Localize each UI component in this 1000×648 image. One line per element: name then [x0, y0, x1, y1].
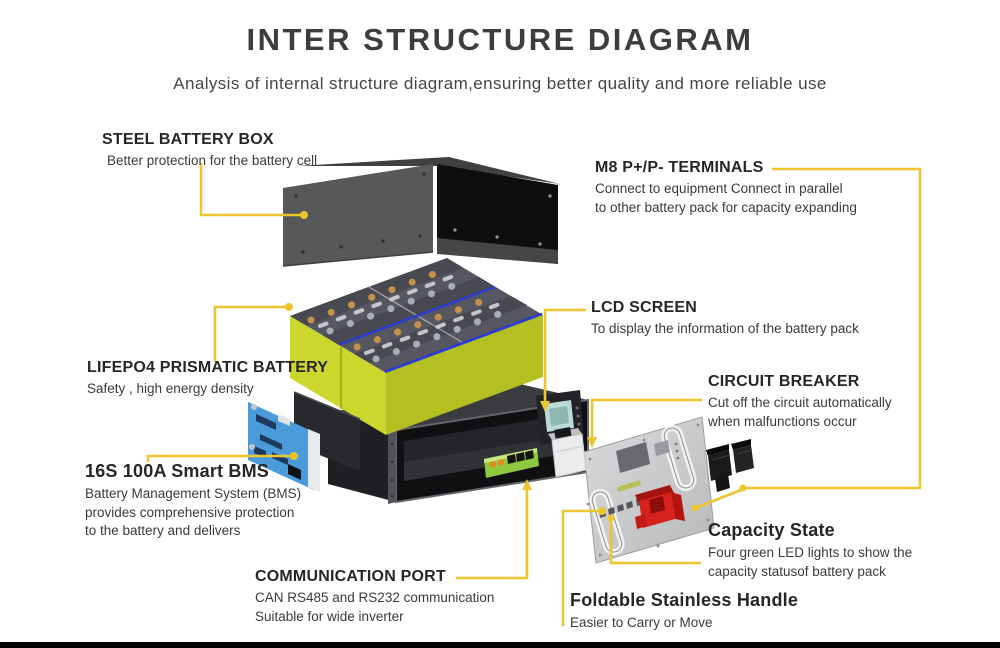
desc-line: provides comprehensive protection — [85, 504, 295, 520]
handle-left — [589, 489, 625, 555]
desc-line: Suitable for wide inverter — [255, 608, 404, 624]
callout-lifepo4-battery: LIFEPO4 PRISMATIC BATTERY Safety , high … — [87, 359, 328, 399]
callout-title: LIFEPO4 PRISMATIC BATTERY — [87, 359, 329, 376]
steel-box-part — [282, 157, 560, 267]
callout-lcd-screen: LCD SCREEN To display the information of… — [591, 299, 859, 339]
callout-m8-terminals: M8 P+/P- TERMINALS Connect to equipment … — [595, 159, 857, 217]
line-capacity-state — [609, 521, 701, 565]
communication-board-part — [484, 448, 539, 478]
callout-title: LCD SCREEN — [591, 299, 698, 316]
callout-desc: Battery Management System (BMS) provides… — [85, 485, 301, 541]
desc-line: Safety , high energy density — [87, 381, 254, 396]
handle-right — [661, 425, 697, 491]
desc-line: Better protection for the battery cell — [107, 153, 318, 168]
callout-desc: Cut off the circuit automatically when m… — [708, 394, 892, 431]
callout-desc: Better protection for the battery cell — [107, 152, 317, 171]
line-lifepo4 — [213, 305, 287, 362]
callout-title: CIRCUIT BREAKER — [708, 373, 860, 390]
desc-line: when malfunctions occur — [708, 413, 857, 429]
circuit-breaker-part — [548, 427, 587, 478]
page-subtitle: Analysis of internal structure diagram,e… — [173, 74, 827, 93]
line-circuit-breaker — [590, 398, 702, 438]
desc-line: to other battery pack for capacity expan… — [595, 199, 857, 215]
callout-desc: To display the information of the batter… — [591, 320, 859, 339]
callout-desc: Connect to equipment Connect in parallel… — [595, 180, 857, 217]
callout-title: M8 P+/P- TERMINALS — [595, 159, 764, 176]
front-panel-part — [583, 416, 715, 564]
p-minus-terminal-part — [706, 439, 754, 492]
line-m8-terminals — [746, 167, 922, 490]
desc-line: Battery Management System (BMS) — [85, 486, 302, 501]
callout-capacity-state: Capacity State Four green LED lights to … — [708, 520, 912, 581]
callout-title: COMMUNICATION PORT — [255, 568, 446, 585]
p-plus-terminal-part — [635, 485, 685, 529]
page-title: INTER STRUCTURE DIAGRAM — [246, 22, 754, 57]
callout-lines — [146, 163, 922, 626]
line-foldable-handle — [561, 509, 599, 626]
callout-desc: Easier to Carry or Move — [570, 614, 798, 633]
line-lcd-screen — [543, 308, 586, 402]
callout-smart-bms: 16S 100A Smart BMS Battery Management Sy… — [85, 461, 301, 541]
rack-enclosure-part — [328, 384, 589, 504]
callout-title: Capacity State — [708, 520, 835, 540]
callout-communication-port: COMMUNICATION PORT CAN RS485 and RS232 c… — [255, 568, 494, 626]
callout-steel-battery-box: STEEL BATTERY BOX Better protection for … — [102, 131, 317, 171]
callout-circuit-breaker: CIRCUIT BREAKER Cut off the circuit auto… — [708, 373, 892, 431]
desc-line: To display the information of the batter… — [591, 321, 859, 336]
callout-title: Foldable Stainless Handle — [570, 590, 799, 610]
footer-bar — [0, 642, 1000, 648]
callout-title: 16S 100A Smart BMS — [85, 461, 270, 481]
callout-desc: Four green LED lights to show the capaci… — [708, 544, 912, 581]
desc-line: Easier to Carry or Move — [570, 615, 713, 630]
desc-line: Cut off the circuit automatically — [708, 395, 892, 410]
battery-pack-part — [290, 258, 543, 435]
callout-desc: CAN RS485 and RS232 communication Suitab… — [255, 589, 494, 626]
callout-desc: Safety , high energy density — [87, 380, 328, 399]
desc-line: capacity statusof battery pack — [708, 563, 886, 579]
line-bms — [146, 454, 292, 462]
line-communication-port — [456, 487, 529, 580]
callout-foldable-handle: Foldable Stainless Handle Easier to Carr… — [570, 590, 798, 633]
desc-line: to the battery and delivers — [85, 523, 241, 538]
bms-board-part — [248, 402, 320, 492]
desc-line: Connect to equipment Connect in parallel — [595, 181, 843, 196]
desc-line: Four green LED lights to show the — [708, 545, 913, 560]
line-steel-battery-box — [199, 163, 302, 217]
callout-title: STEEL BATTERY BOX — [102, 131, 274, 148]
desc-line: CAN RS485 and RS232 communication — [255, 590, 495, 605]
